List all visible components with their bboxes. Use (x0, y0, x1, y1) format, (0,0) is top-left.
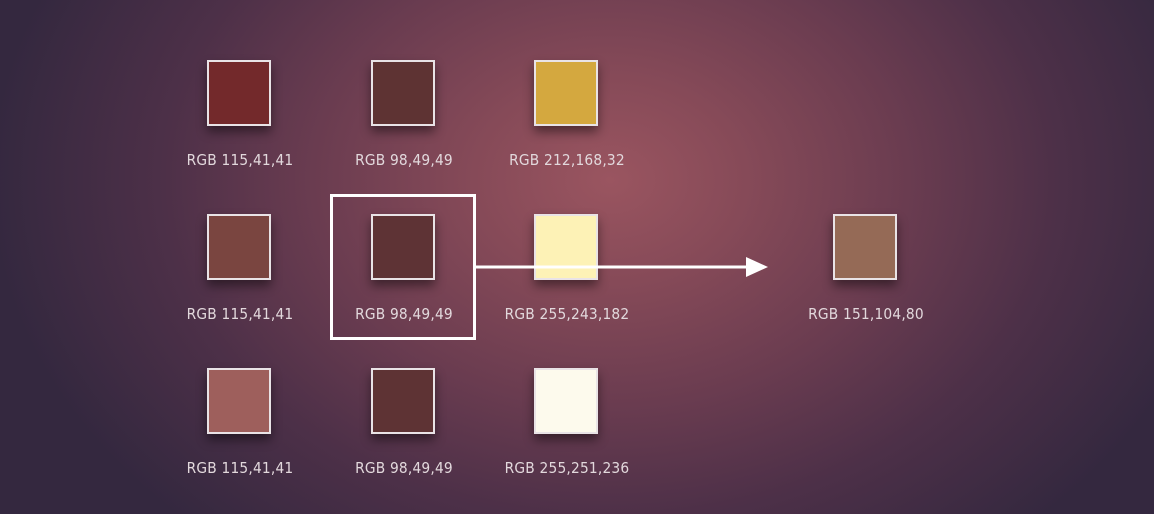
arrow-head-icon (746, 257, 768, 277)
color-swatch (371, 60, 435, 126)
selection-highlight-box (330, 194, 476, 340)
color-swatch (371, 368, 435, 434)
result-swatch-cell: RGB 151,104,80 (796, 214, 936, 344)
color-swatch (207, 214, 271, 280)
swatch-cell-r3c2: RGB 98,49,49 (334, 368, 474, 498)
swatch-cell-r2c2: RGB 98,49,49 (334, 214, 474, 344)
rgb-label: RGB 255,251,236 (504, 459, 630, 477)
result-color-swatch (833, 214, 897, 280)
rgb-label: RGB 98,49,49 (355, 459, 453, 477)
rgb-label: RGB 115,41,41 (186, 459, 294, 477)
color-swatch (534, 60, 598, 126)
result-rgb-label: RGB 151,104,80 (808, 305, 924, 323)
rgb-label: RGB 255,243,182 (504, 305, 630, 323)
swatch-cell-r3c3: RGB 255,251,236 (497, 368, 637, 498)
rgb-label: RGB 115,41,41 (186, 305, 294, 323)
swatch-cell-r1c2: RGB 98,49,49 (334, 60, 474, 190)
swatch-cell-r1c3: RGB 212,168,32 (497, 60, 637, 190)
color-swatch (207, 368, 271, 434)
color-swatch (534, 368, 598, 434)
color-swatch (207, 60, 271, 126)
swatch-cell-r2c1: RGB 115,41,41 (170, 214, 310, 344)
color-swatch (534, 214, 598, 280)
swatch-cell-r1c1: RGB 115,41,41 (170, 60, 310, 190)
swatch-cell-r2c3: RGB 255,243,182 (497, 214, 637, 344)
swatch-cell-r3c1: RGB 115,41,41 (170, 368, 310, 498)
rgb-label: RGB 212,168,32 (509, 151, 625, 169)
rgb-label: RGB 115,41,41 (186, 151, 294, 169)
color-swatch (371, 214, 435, 280)
rgb-label: RGB 98,49,49 (355, 305, 453, 323)
rgb-label: RGB 98,49,49 (355, 151, 453, 169)
